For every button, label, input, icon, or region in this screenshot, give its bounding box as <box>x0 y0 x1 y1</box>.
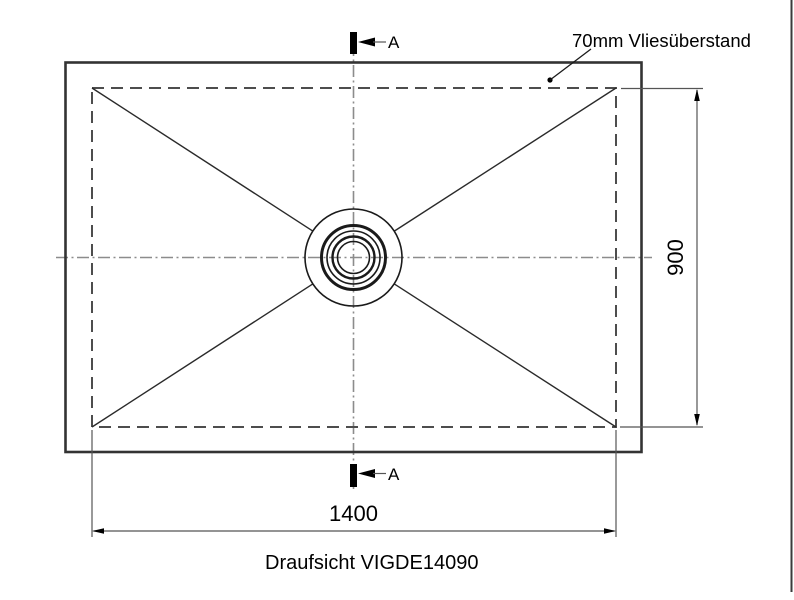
dimension-width: 1400 <box>91 430 617 537</box>
dimension-height: 900 <box>620 87 703 428</box>
slope-line-top-left <box>91 87 313 232</box>
slope-line-bottom-right <box>394 283 617 428</box>
slope-line-bottom-left <box>91 283 313 428</box>
drain-ring-circle <box>326 230 381 285</box>
section-arrow-bottom-icon <box>358 469 375 478</box>
section-label-bottom: A <box>388 465 400 484</box>
dim-width-arrow-right-icon <box>604 528 616 534</box>
fleece-annotation-label: 70mm Vliesüberstand <box>572 30 751 51</box>
dim-height-value: 900 <box>663 239 688 276</box>
slope-line-top-right <box>394 87 617 232</box>
section-cut-bar-top <box>350 32 357 54</box>
fleece-annotation: 70mm Vliesüberstand <box>547 30 751 83</box>
drawing-title: Draufsicht VIGDE14090 <box>265 552 478 574</box>
leader-line <box>549 48 592 81</box>
section-cut-bar-bottom <box>350 464 357 487</box>
section-marker-bottom: A <box>350 464 400 487</box>
drain-inner-circle <box>336 240 371 275</box>
dim-width-value: 1400 <box>329 501 378 526</box>
board-edge-dashed-rect <box>91 87 617 428</box>
drain-assembly <box>304 208 403 307</box>
drain-flange-circle <box>320 224 387 291</box>
section-arrow-top-icon <box>358 37 375 47</box>
drain-grate-circle <box>331 235 376 280</box>
dim-height-arrow-top-icon <box>694 89 700 101</box>
section-marker-top: A <box>350 32 400 54</box>
fleece-outline-rect <box>64 61 643 454</box>
section-label-top: A <box>388 33 400 52</box>
dim-height-arrow-bottom-icon <box>694 414 700 426</box>
dim-width-arrow-left-icon <box>92 528 104 534</box>
drain-outer-circle <box>304 208 403 307</box>
